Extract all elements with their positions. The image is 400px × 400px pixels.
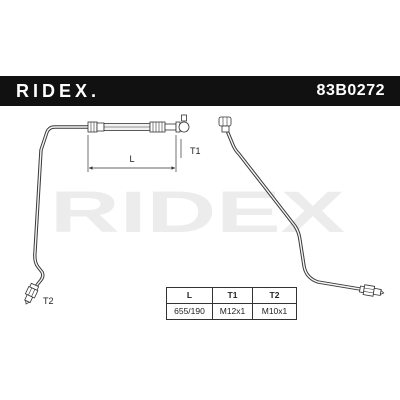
- flare-nut: [218, 116, 232, 127]
- table-row: 655/190 M12x1 M10x1: [166, 303, 297, 320]
- watermark-logo: RIDEX: [50, 180, 346, 245]
- right-tube-core: [227, 132, 361, 290]
- fitting-tip: [25, 299, 31, 305]
- hex-edge: [364, 287, 375, 290]
- hose-left-nut: [87, 121, 98, 133]
- right-brake-line: [226, 131, 362, 291]
- flexible-hose-assembly: [87, 114, 190, 133]
- spec-cell-length: 655/190: [166, 303, 213, 320]
- hex-edge: [28, 287, 33, 296]
- t2-end-fitting: [24, 282, 40, 305]
- spec-header-t2: T2: [252, 287, 297, 304]
- spec-header-length: L: [166, 287, 213, 304]
- brand-header-bar: RIDEX. 83B0272: [0, 76, 400, 106]
- hex-edge: [31, 289, 36, 297]
- hose-left-collar: [96, 122, 105, 132]
- label-length: L: [129, 154, 134, 164]
- spec-header-t1: T1: [212, 287, 253, 304]
- t1-fitting-bolt: [181, 114, 187, 122]
- spec-header-row: L T1 T2: [166, 287, 297, 304]
- left-tube-core: [34, 126, 93, 286]
- right-top-fitting: [218, 116, 232, 133]
- fitting-tip: [379, 289, 385, 296]
- spec-cell-t2: M10x1: [252, 303, 297, 320]
- flare-collar: [221, 125, 230, 133]
- part-number: 83B0272: [316, 82, 385, 99]
- hose-connector: [164, 123, 177, 131]
- hex-edge: [363, 291, 374, 294]
- label-t1: T1: [190, 146, 201, 156]
- label-t2: T2: [43, 296, 54, 306]
- spec-table: L T1 T2 655/190 M12x1 M10x1: [166, 287, 297, 320]
- hose-ferrule: [149, 121, 166, 133]
- t1-fitting-body: [178, 121, 190, 133]
- t1-marker: T1: [180, 139, 201, 158]
- dimension-length: L: [87, 135, 177, 172]
- brand-logo: RIDEX.: [16, 81, 101, 101]
- left-brake-line: [33, 125, 94, 287]
- spec-cell-t1: M12x1: [212, 303, 253, 320]
- right-end-fitting: [359, 284, 385, 297]
